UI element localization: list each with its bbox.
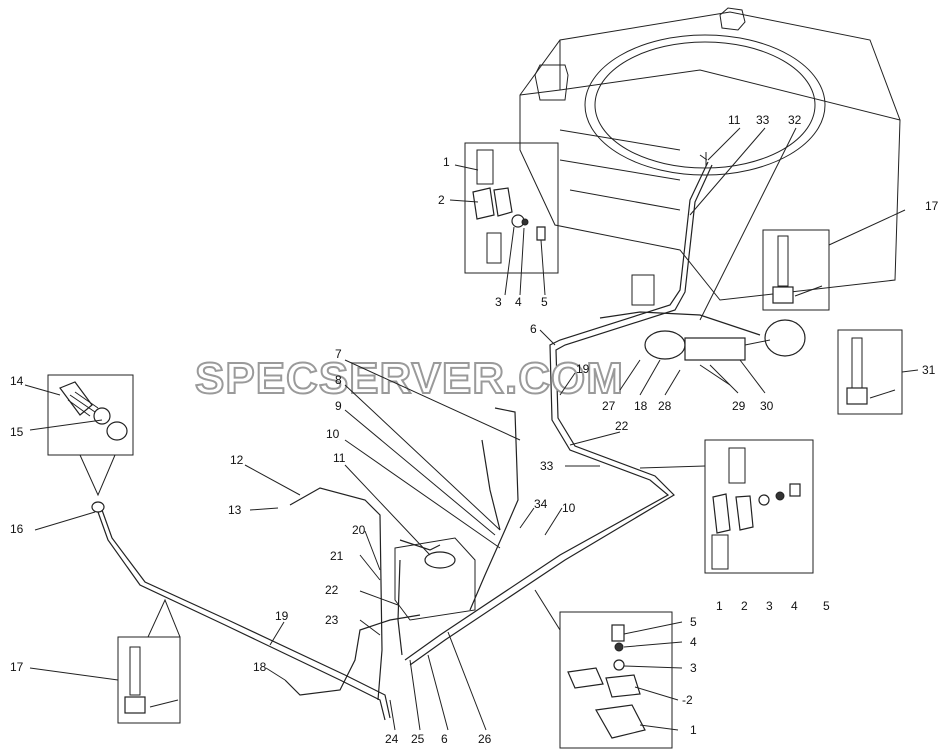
callout-18-left: 18 xyxy=(253,660,267,674)
callout-25: 25 xyxy=(411,732,425,746)
callout-6-bottom: 6 xyxy=(441,732,448,746)
callout-2-upper: 2 xyxy=(438,193,445,207)
pump-assembly xyxy=(644,319,806,386)
callout-31: 31 xyxy=(922,363,936,377)
clamp-inset-bottom xyxy=(534,589,673,749)
callout-6-mid: 6 xyxy=(530,322,537,336)
fuel-lines xyxy=(97,161,761,721)
clamp-inset-right xyxy=(639,439,814,574)
callout-14: 14 xyxy=(10,374,24,388)
clamp-inset-17-left xyxy=(117,598,181,724)
leader-lines xyxy=(24,127,797,731)
callout-11-top: 11 xyxy=(728,113,741,127)
callout-26: 26 xyxy=(478,732,492,746)
callout-17-right: 17 xyxy=(925,199,939,213)
callout-1-right: 1 xyxy=(716,599,723,613)
callout-33-top: 33 xyxy=(756,113,770,127)
callout-9: 9 xyxy=(335,399,342,413)
callout-12: 12 xyxy=(230,453,244,467)
callout-3-upper: 3 xyxy=(495,295,502,309)
callout-18-mid: 18 xyxy=(634,399,648,413)
callout-2-right: 2 xyxy=(741,599,748,613)
callout-17-left: 17 xyxy=(10,660,24,674)
watermark: SPECSERVER.COM xyxy=(195,354,624,403)
callout-13: 13 xyxy=(228,503,242,517)
callout-10-mid: 10 xyxy=(562,501,576,515)
filter-inset xyxy=(47,374,134,513)
clamp-inset-31 xyxy=(837,329,919,415)
callout-4-right: 4 xyxy=(791,599,798,613)
callout-labels: 11 33 32 17 31 1 2 3 4 5 6 7 8 9 10 11 1… xyxy=(10,113,939,746)
callout-2-bottom: -2 xyxy=(682,693,693,707)
callout-27: 27 xyxy=(602,399,616,413)
callout-3-right: 3 xyxy=(766,599,773,613)
callout-4-bottom: 4 xyxy=(690,635,697,649)
callout-29: 29 xyxy=(732,399,746,413)
callout-4-upper: 4 xyxy=(515,295,522,309)
callout-32: 32 xyxy=(788,113,802,127)
callout-21: 21 xyxy=(330,549,344,563)
callout-5-upper: 5 xyxy=(541,295,548,309)
clamp-inset-17 xyxy=(762,209,906,311)
callout-20: 20 xyxy=(352,523,366,537)
callout-22-left: 22 xyxy=(325,583,339,597)
small-tank xyxy=(394,537,476,621)
callout-19-mid: 19 xyxy=(576,362,590,376)
callout-16: 16 xyxy=(10,522,24,536)
callout-19-left: 19 xyxy=(275,609,289,623)
callout-33-mid: 33 xyxy=(540,459,554,473)
callout-15: 15 xyxy=(10,425,24,439)
clamp-inset-upper xyxy=(449,142,559,296)
fuel-tank xyxy=(519,7,901,306)
callout-7: 7 xyxy=(335,347,342,361)
callout-10-left: 10 xyxy=(326,427,340,441)
callout-23: 23 xyxy=(325,613,339,627)
callout-1-bottom: 1 xyxy=(690,723,697,737)
callout-8: 8 xyxy=(335,373,342,387)
callout-5-bottom: 5 xyxy=(690,615,697,629)
callout-34: 34 xyxy=(534,497,548,511)
callout-22-mid: 22 xyxy=(615,419,629,433)
callout-3-bottom: 3 xyxy=(690,661,697,675)
callout-1-upper: 1 xyxy=(443,155,450,169)
callout-30: 30 xyxy=(760,399,774,413)
callout-5-right: 5 xyxy=(823,599,830,613)
callout-24: 24 xyxy=(385,732,399,746)
callout-11-mid: 11 xyxy=(333,451,346,465)
callout-28: 28 xyxy=(658,399,672,413)
